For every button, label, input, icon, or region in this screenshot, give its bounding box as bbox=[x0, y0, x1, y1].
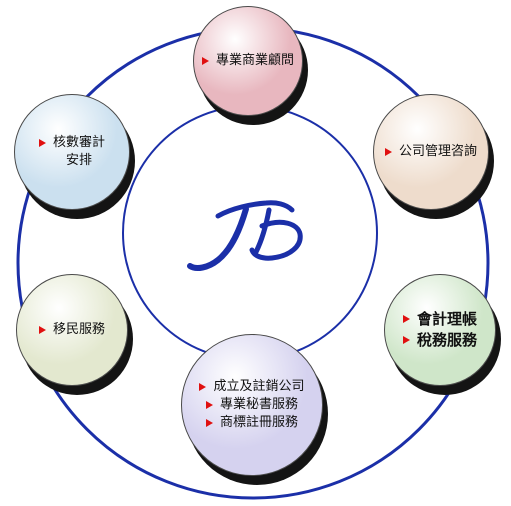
node-label-group: 核數審計安排 bbox=[14, 94, 130, 210]
node-line-text: 會計理帳 bbox=[416, 310, 477, 328]
node-line: 商標註冊服務 bbox=[205, 414, 298, 432]
node-line-text: 核數審計 bbox=[52, 135, 105, 150]
node-line: 專業商業顧問 bbox=[201, 52, 294, 70]
node-line-text: 成立及註銷公司 bbox=[213, 379, 305, 394]
node-line-text: 稅務服務 bbox=[416, 331, 477, 349]
node-company-management[interactable]: 公司管理咨詢 bbox=[373, 94, 494, 219]
red-arrow-icon bbox=[384, 148, 392, 156]
node-line: 移民服務 bbox=[38, 321, 105, 339]
node-face bbox=[384, 274, 496, 386]
node-line-text: 專業商業顧問 bbox=[215, 53, 294, 68]
node-label-group: 會計理帳稅務服務 bbox=[384, 274, 496, 386]
node-line: 成立及註銷公司 bbox=[199, 378, 305, 396]
node-line: 公司管理咨詢 bbox=[384, 143, 477, 161]
node-audit[interactable]: 核數審計安排 bbox=[14, 94, 135, 219]
node-company-services[interactable]: 成立及註銷公司專業秘書服務商標註冊服務 bbox=[181, 334, 328, 485]
logo-stroke-j bbox=[187, 206, 249, 271]
node-label-group: 公司管理咨詢 bbox=[373, 94, 489, 210]
node-face bbox=[193, 6, 303, 116]
node-line-text: 商標註冊服務 bbox=[219, 415, 298, 430]
node-label-group: 移民服務 bbox=[16, 274, 128, 386]
node-line-text: 移民服務 bbox=[52, 322, 105, 337]
node-line-text: 安排 bbox=[65, 153, 92, 168]
node-line-text: 專業秘書服務 bbox=[219, 397, 298, 412]
node-face bbox=[14, 94, 130, 210]
logo-icon bbox=[187, 200, 303, 271]
node-face bbox=[181, 334, 323, 476]
red-arrow-icon bbox=[201, 57, 209, 65]
node-face bbox=[373, 94, 489, 210]
red-arrow-icon bbox=[199, 383, 207, 391]
node-business-consulting[interactable]: 專業商業顧問 bbox=[193, 6, 308, 125]
logo-stroke-top bbox=[215, 200, 295, 219]
red-arrow-icon bbox=[205, 401, 213, 409]
node-label-group: 專業商業顧問 bbox=[193, 6, 303, 116]
logo-stroke-stem bbox=[253, 207, 272, 255]
node-line: 核數審計 bbox=[38, 134, 105, 152]
red-arrow-icon bbox=[38, 326, 46, 334]
red-arrow-icon bbox=[402, 336, 410, 344]
node-line: 專業秘書服務 bbox=[205, 396, 298, 414]
node-line: 會計理帳 bbox=[402, 309, 477, 330]
node-immigration[interactable]: 移民服務 bbox=[16, 274, 133, 395]
red-arrow-icon bbox=[38, 139, 46, 147]
node-line: 稅務服務 bbox=[402, 330, 477, 351]
red-arrow-icon bbox=[402, 315, 410, 323]
node-label-group: 成立及註銷公司專業秘書服務商標註冊服務 bbox=[181, 334, 323, 476]
logo-stroke-bowl bbox=[249, 219, 303, 261]
node-line-text: 公司管理咨詢 bbox=[398, 144, 477, 159]
node-line: 安排 bbox=[52, 152, 92, 170]
red-arrow-icon bbox=[205, 419, 213, 427]
node-face bbox=[16, 274, 128, 386]
inner-ring bbox=[122, 105, 378, 361]
node-accounting-tax[interactable]: 會計理帳稅務服務 bbox=[384, 274, 501, 395]
